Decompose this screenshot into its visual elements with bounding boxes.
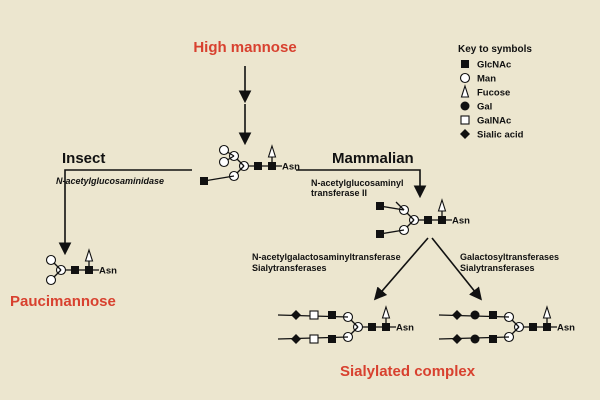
glcnac-icon (328, 335, 336, 343)
glycan-paucimannose: Asn (45, 248, 117, 286)
glcnac-icon (376, 202, 384, 210)
mammalian-arrow (296, 169, 427, 199)
legend-item: Sialic acid (460, 129, 524, 141)
insect-path-label: Insect (62, 150, 105, 167)
legend-item: GalNAc (460, 115, 511, 127)
sialic-acid-icon (452, 334, 462, 344)
open-circle-icon (459, 72, 471, 84)
legend-title: Key to symbols (458, 44, 532, 55)
man-icon (45, 254, 57, 266)
glcnac-icon (438, 216, 446, 224)
legend-item: Man (459, 72, 496, 85)
fucose-icon (542, 305, 552, 319)
glycan-sialylated-gal: Asn (438, 305, 575, 344)
right-enzyme-line1: Galactosyltransferases (460, 252, 559, 262)
legend-item-label: GlcNAc (477, 60, 511, 71)
arrow-left-branch (373, 237, 429, 301)
asn-label: Asn (396, 323, 414, 334)
left-enzyme-line2: Sialytransferases (252, 263, 327, 273)
glcnac-icon (376, 230, 384, 238)
glcnac-icon (424, 216, 432, 224)
glcnac-icon (200, 177, 208, 185)
glcnac-icon (382, 323, 390, 331)
legend: Key to symbols GlcNAcManFucoseGalGalNAcS… (458, 44, 532, 141)
glcnac-icon (71, 266, 79, 274)
glcnac-icon (489, 335, 497, 343)
legend-item-label: Man (477, 74, 496, 85)
mammalian-enzyme-line1: N-acetylglucosaminyl (311, 178, 404, 188)
glycan-bond (203, 175, 235, 182)
legend-item: Gal (460, 101, 492, 113)
man-icon (45, 274, 57, 286)
fucose-icon (84, 248, 94, 262)
sialic-acid-icon (291, 334, 301, 344)
man-icon (218, 156, 230, 168)
mammalian-enzyme-line2: transferase II (311, 188, 367, 198)
sialic-acid-icon (452, 310, 462, 320)
paucimannose-label: Paucimannose (10, 293, 116, 310)
sialylated-complex-label: Sialylated complex (340, 363, 476, 380)
glcnac-icon (489, 311, 497, 319)
glcnac-icon (268, 162, 276, 170)
glcnac-icon (368, 323, 376, 331)
legend-item: Fucose (460, 84, 510, 99)
fucose-icon (381, 305, 391, 319)
filled-square-icon (461, 60, 469, 68)
man-icon (218, 144, 230, 156)
sialic-acid-icon (291, 310, 301, 320)
glcnac-icon (543, 323, 551, 331)
glycan-sialylated-galnac: Asn (277, 305, 414, 344)
left-enzyme-line1: N-acetylgalactosaminyltransferase (252, 252, 401, 262)
filled-circle-icon (470, 310, 480, 320)
glycan-intermediate: Asn (200, 144, 300, 185)
insect-arrow (58, 169, 192, 256)
open-square-icon (309, 310, 319, 320)
legend-item: GlcNAc (461, 60, 511, 71)
open-triangle-icon (460, 84, 470, 98)
fucose-icon (267, 144, 277, 158)
filled-diamond-icon (460, 129, 470, 139)
glycan-bond (395, 201, 405, 211)
right-enzyme-line2: Sialytransferases (460, 263, 535, 273)
high-mannose-title: High mannose (193, 39, 296, 56)
fucose-icon (437, 198, 447, 212)
filled-circle-icon (460, 101, 470, 111)
glcnac-icon (328, 311, 336, 319)
insect-enzyme-label: N-acetylglucosaminidase (56, 176, 164, 186)
arrow-right-branch (431, 237, 482, 301)
glcnac-icon (254, 162, 262, 170)
filled-circle-icon (470, 334, 480, 344)
legend-item-label: Sialic acid (477, 130, 524, 141)
asn-label: Asn (99, 266, 117, 277)
asn-label: Asn (557, 323, 575, 334)
asn-label: Asn (452, 216, 470, 227)
legend-item-label: Gal (477, 102, 492, 113)
glcnac-icon (85, 266, 93, 274)
legend-item-label: Fucose (477, 88, 510, 99)
mammalian-path-label: Mammalian (332, 150, 414, 167)
glycan-mammalian: Asn (376, 198, 470, 238)
open-square-icon (460, 115, 470, 125)
legend-item-label: GalNAc (477, 116, 511, 127)
open-square-icon (309, 334, 319, 344)
glcnac-icon (529, 323, 537, 331)
asn-label: Asn (282, 162, 300, 173)
